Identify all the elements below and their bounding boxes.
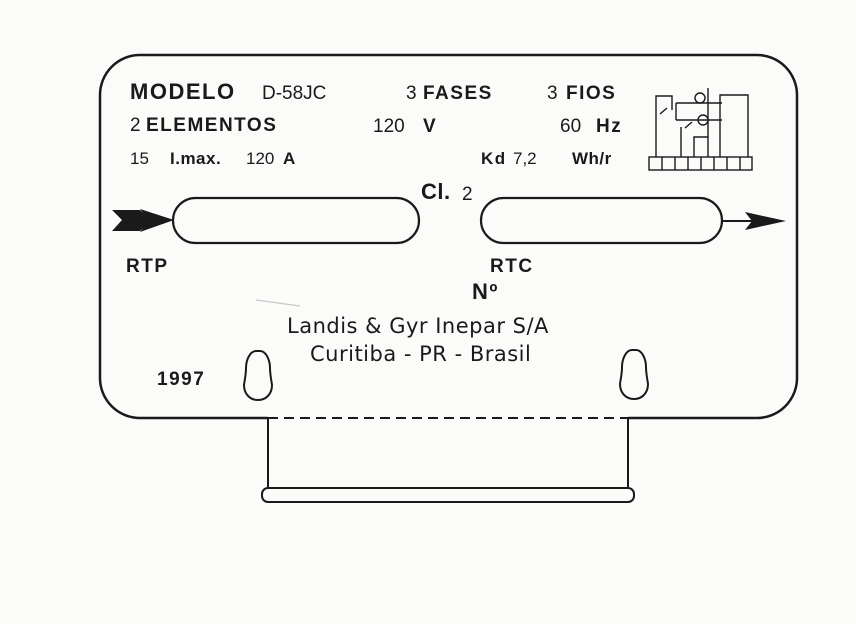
rtp-slot [171,196,421,245]
serial-number-label: Nº [472,279,499,304]
fases-number: 3 [406,83,417,104]
mounting-hole-left [242,350,274,402]
kd-unit: Wh/r [572,149,612,168]
frequency-unit: Hz [596,116,623,137]
rtc-slot [479,196,724,245]
kd-label: Kd [481,149,507,168]
wiring-diagram-icon [648,88,753,171]
elementos-number: 2 [130,115,141,136]
modelo-label: MODELO [130,79,236,104]
class-value: 2 [462,184,473,205]
modelo-value: D-58JC [262,83,327,104]
manufacturer-name: Landis & Gyr Inepar S/A [287,314,549,338]
class-label: Cl. [421,179,451,204]
arrow-in-icon [112,209,174,232]
kd-value: 7,2 [513,149,537,168]
fios-number: 3 [547,83,558,104]
manufacturer-location: Curitiba - PR - Brasil [310,342,532,366]
year-label: 1997 [157,369,206,390]
imax-label: I.max. [170,149,222,168]
rtc-label: RTC [490,256,534,277]
imax-unit: A [283,149,297,168]
rtp-label: RTP [126,256,169,277]
voltage-value: 120 [373,116,405,137]
fios-label: FIOS [566,83,617,104]
imax-value: 120 [246,149,275,168]
frequency-value: 60 [560,116,582,137]
tab-bottom [261,487,635,503]
arrow-out-icon [722,212,786,230]
paper-mark [255,299,301,307]
mounting-hole-right [618,349,650,401]
fases-label: FASES [423,83,493,104]
elementos-label: ELEMENTOS [146,115,278,136]
current-nominal: 15 [130,149,149,168]
voltage-unit: V [423,116,438,137]
